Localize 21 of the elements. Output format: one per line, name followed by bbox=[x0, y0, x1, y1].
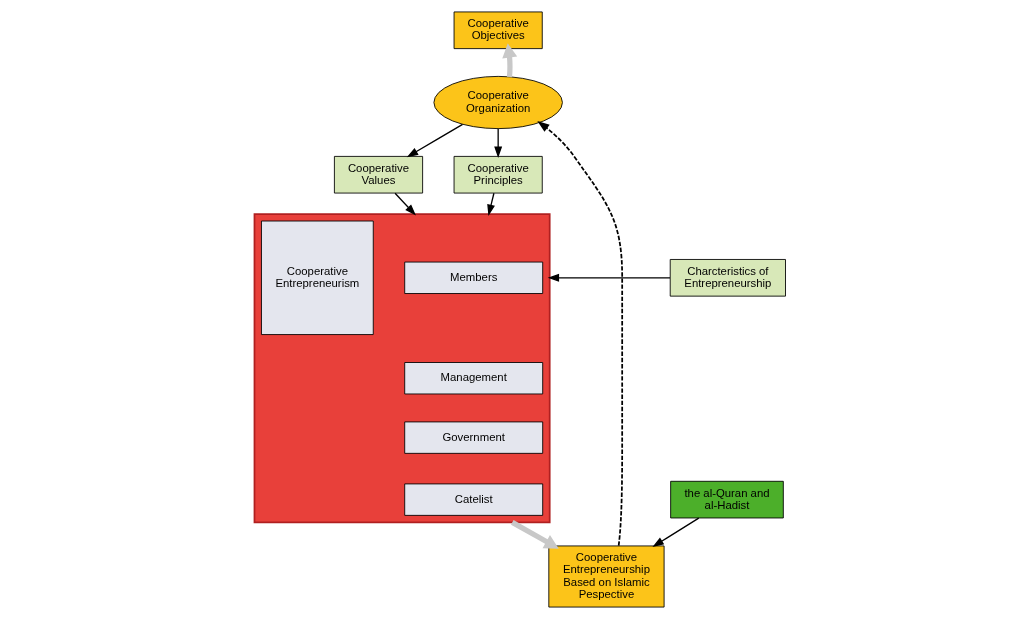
arrow bbox=[651, 517, 699, 547]
arrow bbox=[501, 43, 517, 78]
node-box: Members bbox=[403, 261, 543, 294]
arrow bbox=[510, 520, 559, 549]
cluster bbox=[253, 213, 551, 524]
arrow bbox=[486, 192, 495, 216]
node-box: Cooperative Principles bbox=[453, 155, 543, 194]
arrow bbox=[406, 123, 463, 158]
node-box: Government bbox=[403, 421, 543, 454]
arrow bbox=[536, 120, 623, 547]
node-box: Cooperative Objectives bbox=[453, 11, 543, 50]
node-box: the al-Quran and al-Hadist bbox=[669, 480, 784, 519]
node-box: Cooperative Entrepreneurship Based on Islamic Pespective bbox=[547, 545, 665, 608]
node-box: Charcteristics of Entrepreneurship bbox=[669, 259, 786, 297]
arrow bbox=[547, 273, 671, 282]
node-box: Management bbox=[403, 362, 543, 395]
arrow bbox=[493, 128, 502, 158]
arrow bbox=[393, 192, 416, 216]
node-box: Cooperative Entrepreneurism bbox=[260, 220, 374, 335]
node-box: Catelist bbox=[403, 483, 543, 516]
node-box: Cooperative Values bbox=[333, 155, 423, 194]
